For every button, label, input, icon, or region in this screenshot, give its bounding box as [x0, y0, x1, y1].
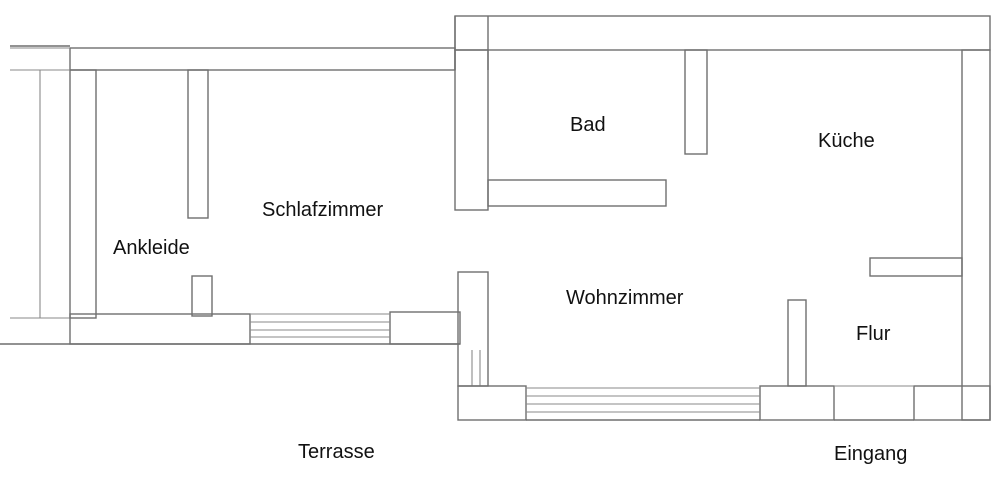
wall-wohnzimmer-left	[457, 271, 489, 387]
outside-label-eingang: Eingang	[834, 443, 907, 465]
outside-label-terrasse: Terrasse	[298, 441, 375, 463]
room-label-ankleide: Ankleide	[113, 237, 190, 259]
wall-top-left	[10, 45, 456, 71]
wall-top-right	[454, 15, 991, 70]
partition-bad	[454, 49, 708, 211]
partition-ankleide	[187, 69, 213, 317]
wall-right	[961, 49, 991, 421]
room-label-bad: Bad	[570, 114, 606, 136]
wall-bottom-left	[0, 311, 461, 345]
room-label-wohnzimmer: Wohnzimmer	[566, 287, 684, 309]
room-label-schlafzimmer: Schlafzimmer	[262, 199, 383, 221]
room-label-flur: Flur	[856, 323, 891, 345]
wall-left	[10, 69, 97, 319]
partition-flur	[787, 257, 963, 387]
room-label-kueche: Küche	[818, 130, 875, 152]
wall-bottom-right	[457, 385, 991, 421]
